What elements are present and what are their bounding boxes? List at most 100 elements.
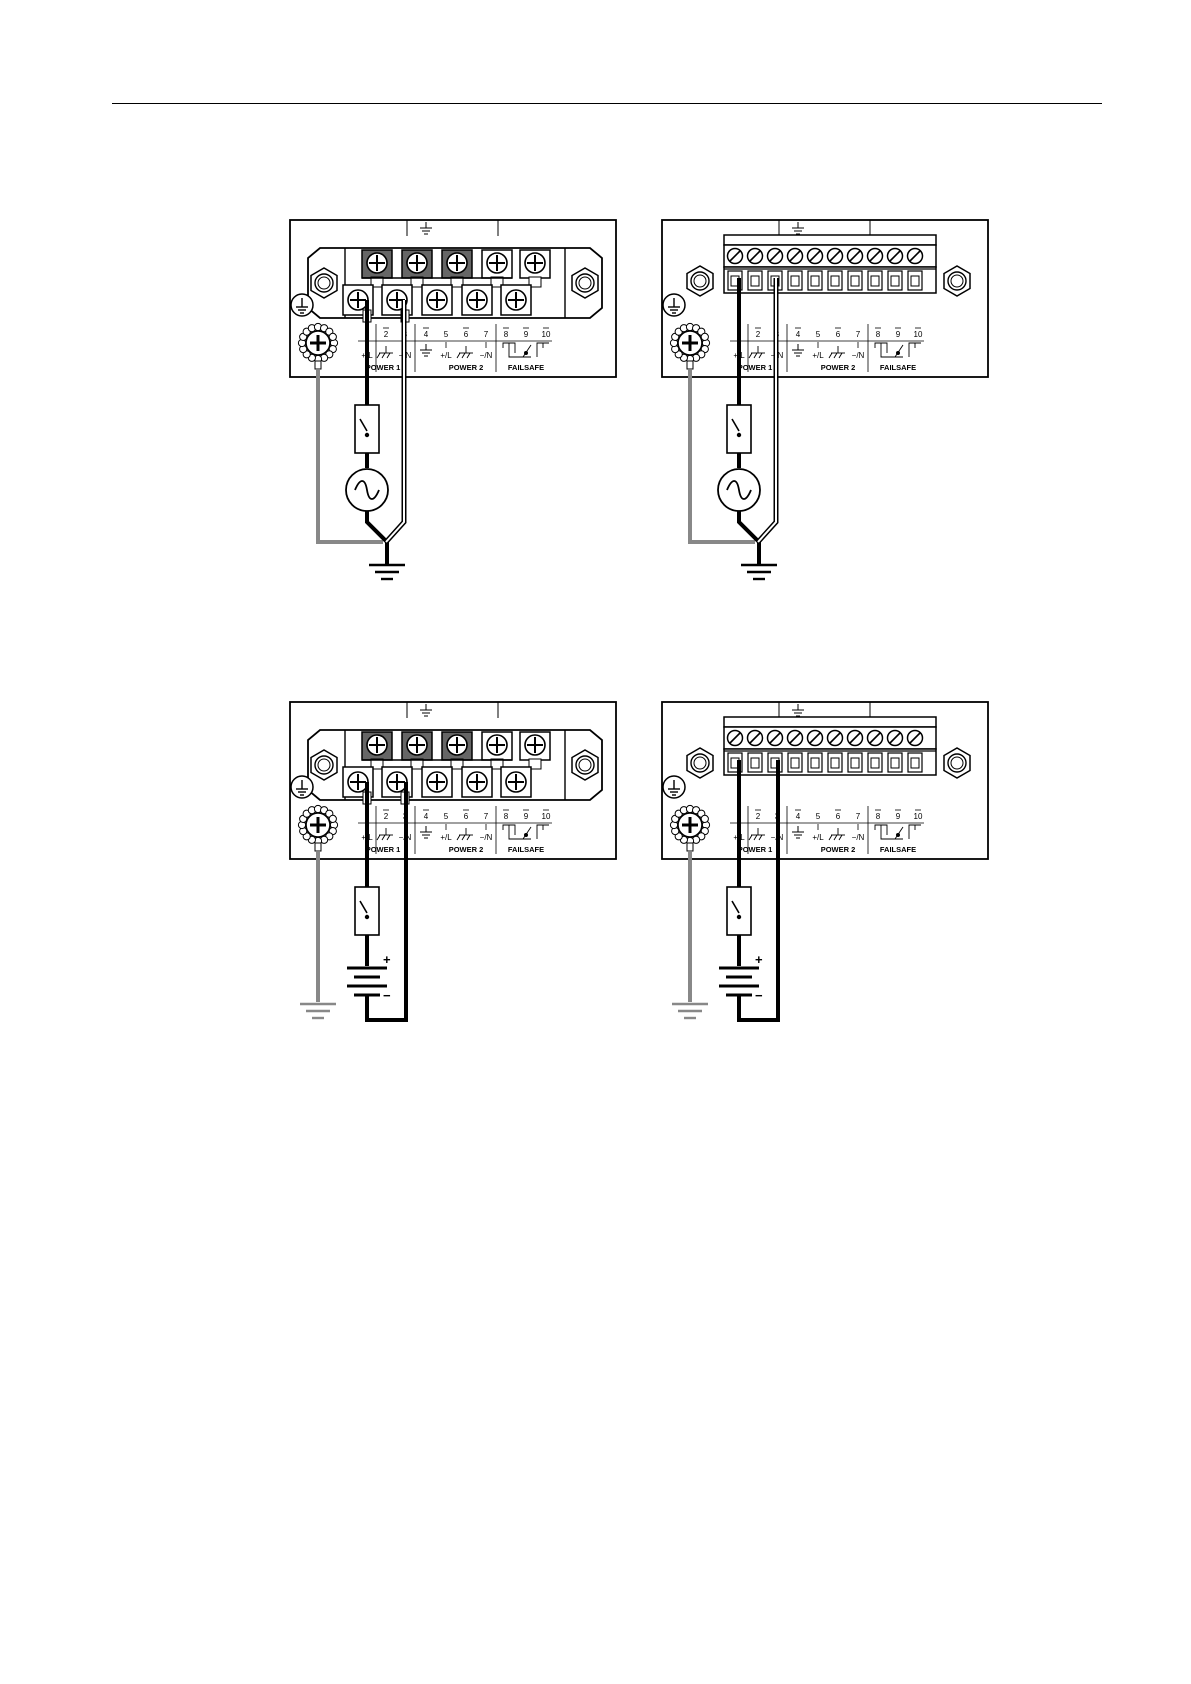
terminal-screw-icon <box>525 253 545 273</box>
terminal-number-label: 8 <box>876 330 881 339</box>
terminal-number-label: 4 <box>424 812 429 821</box>
terminal-number-label: 7 <box>856 812 861 821</box>
terminal-screw-icon <box>525 735 545 755</box>
ground-symbol-icon <box>369 565 405 579</box>
terminal-screw-icon <box>367 735 387 755</box>
failsafe-label: FAILSAFE <box>880 363 916 372</box>
power1-label: POWER 1 <box>366 845 401 854</box>
mounting-nut-icon <box>311 750 337 780</box>
ac-source-icon <box>718 469 760 511</box>
earth-wire <box>690 370 755 542</box>
power2-label: POWER 2 <box>449 363 484 372</box>
power1-label: POWER 1 <box>366 363 401 372</box>
failsafe-label: FAILSAFE <box>508 363 544 372</box>
wire-clamp <box>751 758 759 768</box>
terminal-number-label: 5 <box>444 330 449 339</box>
wire-clamp <box>851 276 859 286</box>
wire-clamp <box>851 758 859 768</box>
terminal-screw-icon <box>447 253 467 273</box>
ground-symbol-icon <box>741 565 777 579</box>
battery-plus-label: + <box>755 952 763 967</box>
wire-clamp <box>811 276 819 286</box>
terminal-screw-icon <box>506 290 526 310</box>
earth-wire <box>318 370 383 542</box>
terminal-screw-icon <box>467 772 487 792</box>
line-wire <box>367 511 387 565</box>
terminal-number-label: 7 <box>484 812 489 821</box>
terminal-number-label: 9 <box>896 812 901 821</box>
terminal-screw-icon <box>868 249 883 264</box>
terminal-number-label: 5 <box>816 812 821 821</box>
terminal-screw-icon <box>808 731 823 746</box>
terminal-symbol-label: +/L <box>440 351 452 360</box>
mounting-nut-icon <box>944 748 970 778</box>
wire-clamp <box>871 276 879 286</box>
terminal-number-label: 4 <box>796 330 801 339</box>
terminal-number-label: 7 <box>856 330 861 339</box>
terminal-screw-icon <box>427 290 447 310</box>
terminal-number-label: 2 <box>384 330 389 339</box>
terminal-screw-icon <box>748 249 763 264</box>
terminal-number-label: 10 <box>542 330 551 339</box>
terminal-screw-icon <box>407 735 427 755</box>
wire-clamp <box>751 276 759 286</box>
ac-source-icon <box>346 469 388 511</box>
battery-icon <box>347 968 387 995</box>
pluggable-terminal-block <box>724 235 936 293</box>
terminal-screw-icon <box>506 772 526 792</box>
wire-clamp <box>791 276 799 286</box>
wire-clamp <box>871 758 879 768</box>
terminal-number-label: 6 <box>464 330 469 339</box>
wire-clamp <box>911 758 919 768</box>
diagram-content: 12345678910+/L−/N+/L−/NPOWER 1POWER 2FAI… <box>290 702 616 1020</box>
terminal-screw-icon <box>888 249 903 264</box>
power-switch-icon <box>355 405 379 453</box>
terminal-number-label: 4 <box>796 812 801 821</box>
screw-terminal-block <box>308 730 602 800</box>
screw-terminal-block <box>308 248 602 318</box>
terminal-number-label: 8 <box>504 330 509 339</box>
wire-clamp <box>811 758 819 768</box>
terminal-screw-icon <box>367 253 387 273</box>
terminal-screw-icon <box>888 731 903 746</box>
terminal-screw-icon <box>447 735 467 755</box>
terminal-screw-icon <box>868 731 883 746</box>
terminal-screw-icon <box>788 249 803 264</box>
terminal-screw-icon <box>828 249 843 264</box>
protective-earth-icon <box>291 776 313 798</box>
terminal-symbol-label: +/L <box>440 833 452 842</box>
ground-symbol-icon <box>672 1004 708 1018</box>
ground-symbol-icon <box>300 1004 336 1018</box>
mounting-nut-icon <box>687 748 713 778</box>
terminal-screw-icon <box>808 249 823 264</box>
terminal-number-label: 6 <box>836 330 841 339</box>
terminal-screw-icon <box>728 249 743 264</box>
wire-clamp <box>891 276 899 286</box>
terminal-screw-icon <box>407 253 427 273</box>
terminal-number-label: 10 <box>542 812 551 821</box>
battery-icon <box>719 968 759 995</box>
power2-label: POWER 2 <box>449 845 484 854</box>
pluggable-terminal-block <box>724 717 936 775</box>
header-rule <box>112 103 1102 104</box>
terminal-number-label: 10 <box>914 812 923 821</box>
power1-label: POWER 1 <box>738 363 773 372</box>
mounting-nut-icon <box>311 268 337 298</box>
terminal-number-label: 9 <box>524 812 529 821</box>
terminal-screw-icon <box>848 249 863 264</box>
terminal-screw-icon <box>467 290 487 310</box>
terminal-symbol-label: +/L <box>812 833 824 842</box>
terminal-symbol-label: +/L <box>812 351 824 360</box>
line-wire <box>739 511 759 565</box>
failsafe-label: FAILSAFE <box>508 845 544 854</box>
power-switch-icon <box>727 405 751 453</box>
protective-earth-icon <box>663 294 685 316</box>
terminal-number-label: 2 <box>384 812 389 821</box>
terminal-screw-icon <box>908 731 923 746</box>
